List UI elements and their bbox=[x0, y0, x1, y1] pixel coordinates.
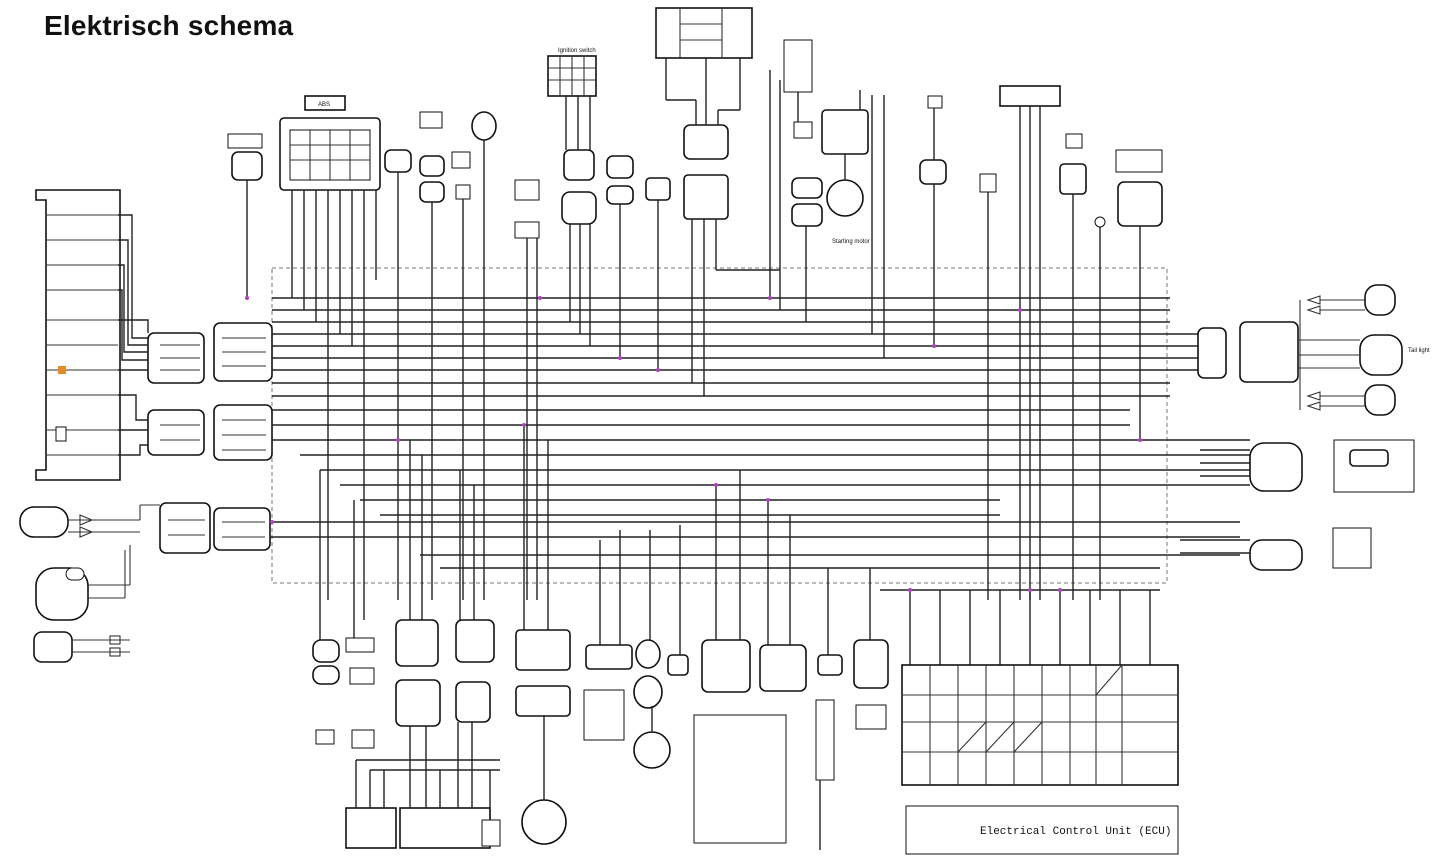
bottom-switch-boxes bbox=[345, 706, 821, 850]
instrument-cluster bbox=[35, 189, 121, 481]
front-sensor-connector bbox=[227, 133, 263, 298]
front-lights bbox=[19, 504, 160, 663]
tail-light-block: Tail light bbox=[1197, 284, 1430, 416]
starter-relay: Starting motor bbox=[769, 39, 885, 358]
left-connectors bbox=[147, 322, 273, 554]
ignition-switch-label: Ignition switch bbox=[558, 48, 596, 54]
right-lower-connectors bbox=[1180, 439, 1415, 571]
handlebar-switches bbox=[606, 155, 671, 370]
main-harness bbox=[270, 297, 1250, 569]
bottom-drop-wires bbox=[319, 425, 1160, 665]
ecu-label: Electrical Control Unit (ECU) bbox=[980, 826, 1171, 838]
abs-unit: ABS bbox=[279, 95, 381, 620]
tail-light-label: Tail light bbox=[1408, 348, 1430, 354]
ignition-switch: Ignition switch bbox=[514, 48, 597, 600]
page-title: Elektrisch schema bbox=[44, 10, 294, 41]
wire-junctions bbox=[245, 296, 1142, 592]
bottom-connectors bbox=[312, 619, 889, 845]
abs-label: ABS bbox=[318, 102, 330, 108]
ecu-block: Electrical Control Unit (ECU) bbox=[901, 664, 1179, 855]
top-switch-block bbox=[655, 7, 780, 396]
starting-motor-label: Starting motor bbox=[832, 239, 870, 245]
right-top-sensors bbox=[919, 85, 1163, 600]
indicator-lamp-icon bbox=[58, 366, 66, 374]
relay-connectors bbox=[384, 111, 497, 600]
